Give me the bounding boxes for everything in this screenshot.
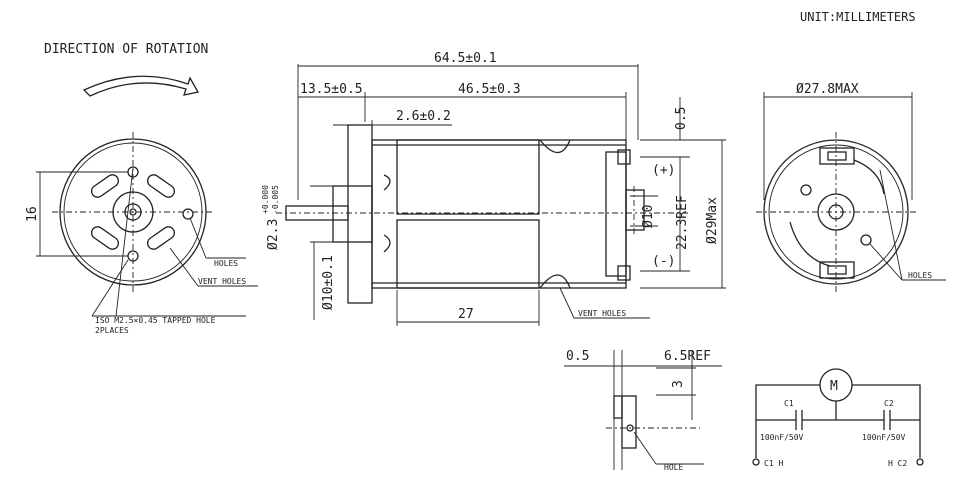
dim-body-length: 46.5±0.3 [458,82,521,97]
schematic-terminal-right [916,458,924,466]
front-view: 16 HOLES VENT HOLES ISO M2.5×0.45 TAPPED… [25,132,258,335]
vent-slot [146,174,176,198]
rear-hole [800,184,812,196]
detail-height-dim: 3 [671,380,686,388]
rear-holes-callout: HOLES [908,271,932,280]
front-vent-holes-callout: VENT HOLES [198,277,246,286]
terminal-minus: (-) [652,254,675,269]
side-view: 64.5±0.1 13.5±0.5 46.5±0.3 2.6±0.2 0.5 [261,51,726,326]
rotation-arrow-icon [82,75,200,97]
dim-top-offset: 0.5 [674,107,689,130]
schematic-left-term: C1 H [764,459,783,468]
detail-terminal-tab [621,395,637,449]
c2-label: C2 [884,399,894,408]
unit-label: UNIT:MILLIMETERS [800,10,916,24]
rear-housing-outline [763,139,909,285]
rear-view: Ø27.8MAX HOLES [756,82,946,292]
magnet-upper [396,139,540,215]
dim-shaft-dia: Ø2.3 [266,219,281,250]
schematic-right-term: H C2 [888,459,907,468]
dim-max-dia: Ø29Max [705,197,720,244]
schematic-terminal-left [752,458,760,466]
dim-boss-dia: Ø10±0.1 [321,255,336,310]
dim-terminal-dia: Ø10 [641,205,656,228]
detail-right-dim: 6.5REF [664,349,711,364]
terminal-plus: (+) [652,163,675,178]
places-callout: 2PLACES [95,326,129,335]
dim-gap: 2.6±0.2 [396,109,451,124]
motor-label: M [830,379,838,394]
rotation-title: DIRECTION OF ROTATION [44,42,208,57]
front-dim-16: 16 [25,206,40,222]
c1-label: C1 [784,399,794,408]
terminal-lower [617,265,631,281]
dim-shaft-tol-upper: +0.000 [261,185,270,214]
magnet-lower [396,219,540,289]
vent-slot [146,226,176,250]
front-boss [332,185,373,243]
rear-max-dia: Ø27.8MAX [796,82,859,97]
terminal-detail: 0.5 6.5REF 3 HOLE [564,349,722,472]
detail-hole [626,424,634,432]
vent-slot [90,226,120,250]
dim-bottom-length: 27 [458,307,474,322]
side-vent-holes-callout: VENT HOLES [578,309,626,318]
vent-hole [182,208,194,220]
front-holes-callout: HOLES [214,259,238,268]
dim-boss-length: 13.5±0.5 [300,82,363,97]
end-cap [605,151,627,277]
tapped-hole-callout: ISO M2.5×0.45 TAPPED HOLE [95,316,216,325]
detail-left-dim: 0.5 [566,349,589,364]
terminal-upper [617,149,631,165]
dim-shaft-tol-lower: -0.005 [271,185,280,214]
dim-overall-length: 64.5±0.1 [434,51,497,66]
rotation-indicator: DIRECTION OF ROTATION [44,42,208,97]
rear-hole [860,234,872,246]
c2-value: 100nF/50V [862,433,906,442]
circuit-schematic: M C1 100nF/50V C2 100nF/50V C1 H H C2 [752,368,924,468]
rear-inner-ring [768,144,904,280]
c1-value: 100nF/50V [760,433,804,442]
detail-hole-callout: HOLE [664,463,683,472]
vent-slot [90,174,120,198]
front-flange [347,124,373,304]
dim-ref-height: 22.3REF [675,195,690,250]
rear-terminal-top [819,147,855,165]
rear-terminal-bottom [819,261,855,279]
